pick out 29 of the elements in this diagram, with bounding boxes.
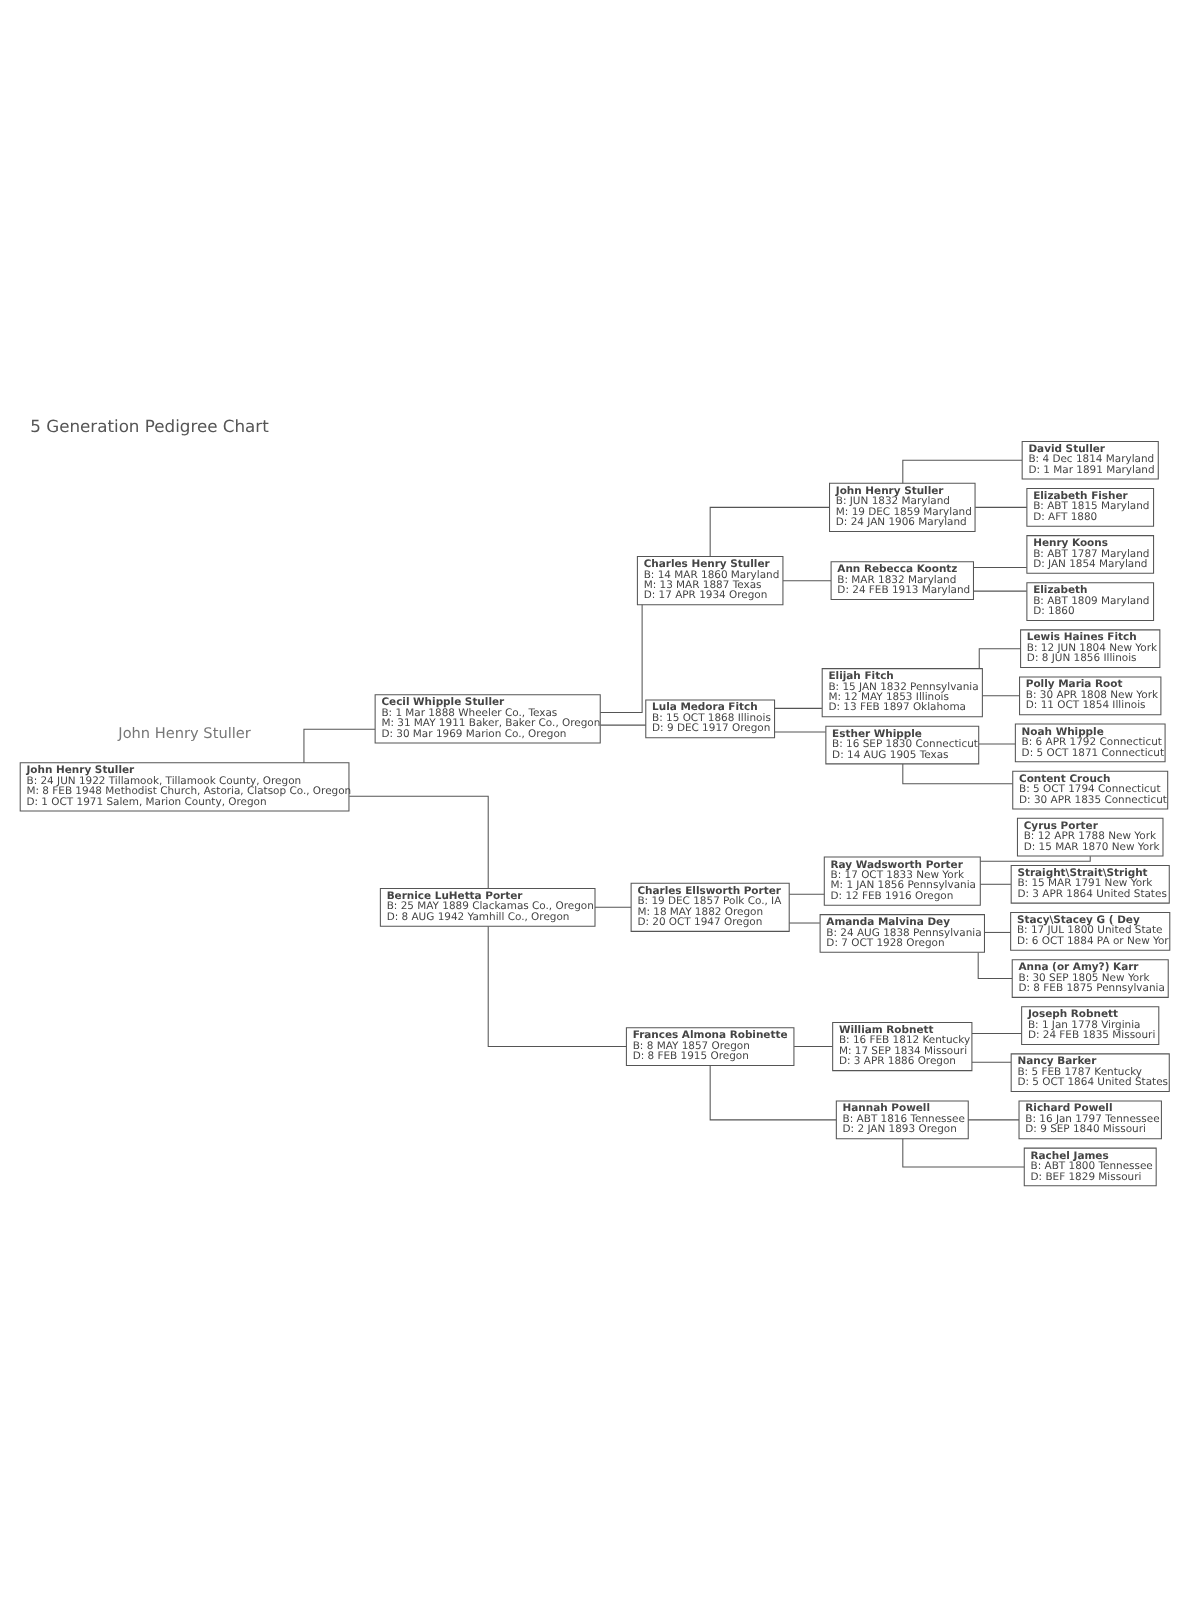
connector [978, 743, 1016, 745]
connector [973, 590, 1028, 592]
connector [979, 855, 1091, 862]
connector [902, 1138, 1025, 1168]
connector [782, 580, 832, 582]
diagram-title: 5 Generation Pedigree Chart [30, 415, 269, 436]
connector [709, 1064, 837, 1121]
connector [971, 1061, 1012, 1063]
connector [788, 893, 825, 895]
connector [600, 724, 647, 726]
connector [348, 795, 489, 889]
connector [979, 883, 1012, 885]
connector [967, 1119, 1020, 1121]
connector [973, 567, 1028, 569]
connector [303, 728, 376, 764]
connector [788, 922, 821, 924]
connector [774, 731, 827, 733]
connector [971, 1032, 1023, 1034]
connector [977, 952, 1013, 980]
connector [774, 707, 823, 709]
connector [982, 695, 1020, 697]
connector [487, 925, 627, 1048]
connector [984, 931, 1012, 933]
connector [599, 604, 643, 714]
connector [709, 506, 830, 557]
connector [793, 1046, 834, 1048]
connector [978, 648, 1022, 669]
connector [594, 906, 632, 908]
connector [974, 506, 1028, 508]
